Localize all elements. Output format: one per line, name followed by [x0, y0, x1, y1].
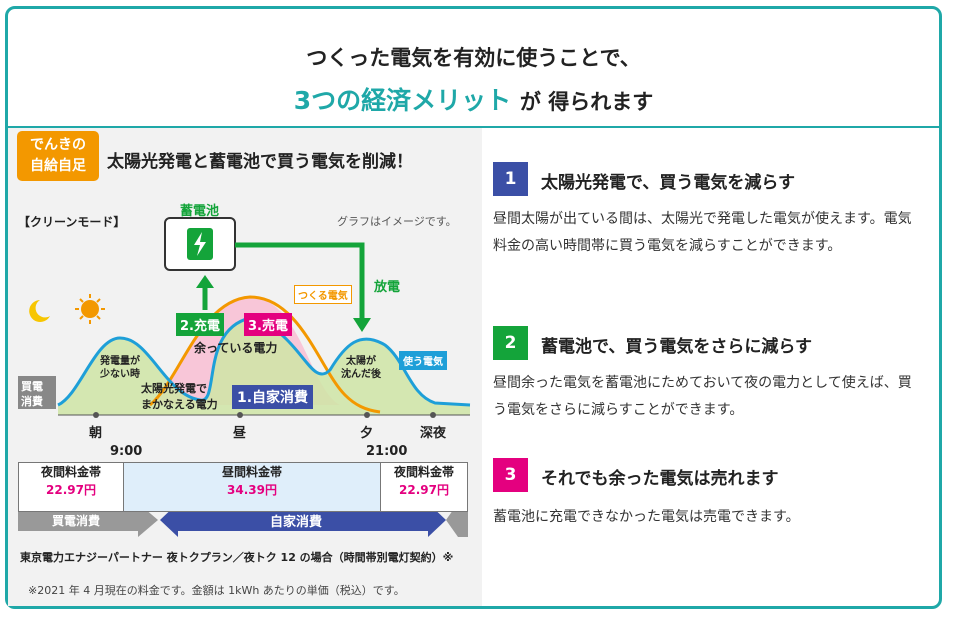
sun-icon — [75, 294, 105, 324]
footnote: ※2021 年 4 月現在の料金です。金額は 1kWh あたりの単価（税込）です… — [28, 584, 405, 597]
use-label: 使う電気 — [399, 351, 447, 370]
self-use-label: 1.自家消費 — [232, 385, 314, 409]
axis-noon: 昼 — [233, 426, 247, 441]
badge-line2: 自給自足 — [30, 158, 86, 174]
buy-bar — [18, 509, 138, 531]
sell-label: 3.売電 — [244, 313, 292, 336]
solar-cover-line1: 太陽光発電で — [141, 382, 207, 395]
mode-label: 【クリーンモード】 — [18, 215, 126, 229]
benefit-1-title: 太陽光発電で、買う電気を減らす — [541, 173, 795, 193]
header-line2: 3つの経済メリット が 得られます — [8, 81, 939, 117]
header-line2-rest: が 得られます — [519, 90, 654, 114]
self-use-bar — [178, 509, 428, 531]
buy-label-line1: 買電 — [21, 380, 43, 393]
axis-morning: 朝 — [89, 426, 103, 441]
tick-night — [430, 412, 436, 418]
buy-bar-label: 買電消費 — [52, 514, 101, 528]
header-accent: 3つの経済メリット — [293, 86, 512, 115]
self-use-bar-label: 自家消費 — [270, 515, 323, 530]
low-gen-line1: 発電量が — [100, 356, 140, 367]
self-sufficiency-badge: でんきの 自給自足 — [17, 131, 99, 181]
outer-frame — [5, 6, 942, 609]
benefit-2-title: 蓄電池で、買う電気をさらに減らす — [541, 337, 812, 357]
sunset-line1: 太陽が — [346, 356, 376, 367]
benefit-2-number: 2 — [493, 326, 528, 360]
image-note: グラフはイメージです。 — [337, 215, 457, 228]
time-start: 9:00 — [110, 444, 143, 459]
tick-morning — [93, 412, 99, 418]
plan-caption: 東京電力エナジーパートナー 夜トクプラン／夜トク 12 の場合（時間帯別電灯契約… — [20, 551, 454, 564]
surplus-label: 余っている電力 — [194, 341, 278, 355]
badge-line1: でんきの — [30, 137, 86, 153]
low-gen-line2: 少ない時 — [100, 369, 140, 380]
benefit-2-body: 昼間余った電気を蓄電池にためておいて夜の電力として使えば、買う電気をさらに減らす… — [493, 375, 912, 418]
tick-noon — [237, 412, 243, 418]
produce-label: つくる電気 — [294, 285, 352, 304]
solar-cover-line2: まかなえる電力 — [141, 398, 218, 411]
benefit-1-number: 1 — [493, 162, 528, 196]
production-curve — [149, 295, 381, 414]
benefit-3-title: それでも余った電気は売れます — [541, 469, 779, 489]
sunset-line2: 沈んだ後 — [341, 369, 381, 380]
header-line1: つくった電気を有効に使うことで、 — [306, 46, 641, 70]
tick-evening — [364, 412, 370, 418]
benefit-3-number: 3 — [493, 458, 528, 492]
charge-label: 2.充電 — [176, 313, 224, 336]
axis-evening: 夕 — [360, 426, 374, 441]
axis-night: 深夜 — [420, 426, 447, 441]
time-end: 21:00 — [366, 444, 408, 459]
discharge-label: 放電 — [374, 280, 401, 295]
buy-power-block — [18, 376, 56, 409]
panel-title: 太陽光発電と蓄電池で買う電気を削減！ — [107, 152, 413, 172]
battery-label: 蓄電池 — [180, 204, 220, 219]
usage-curve — [57, 316, 471, 407]
header: つくった電気を有効に使うことで、 3つの経済メリット が 得られます — [8, 9, 939, 128]
benefit-1-body: 昼間太陽が出ている間は、太陽光で発電した電気が使えます。電気料金の高い時間帯に買… — [493, 211, 912, 254]
moon-icon — [29, 300, 50, 322]
buy-label-line2: 消費 — [21, 395, 43, 408]
discharge-arrow — [235, 242, 365, 320]
benefit-3-body: 蓄電池に充電できなかった電気は売電できます。 — [493, 509, 800, 525]
